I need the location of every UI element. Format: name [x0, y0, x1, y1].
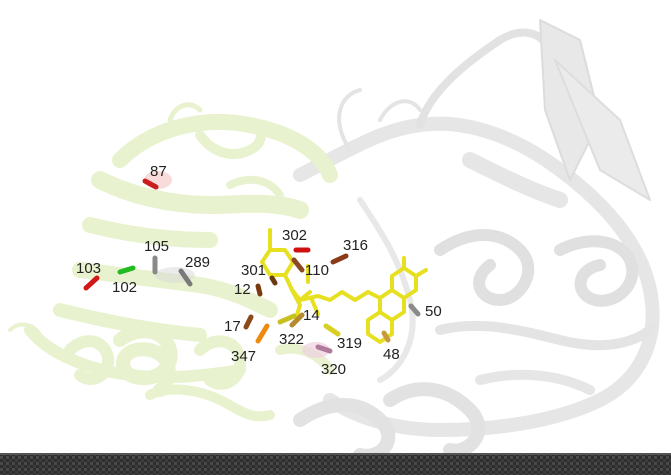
residue-stick-110 [291, 257, 305, 273]
residue-stick-319 [323, 323, 341, 337]
residue-label-12: 12 [234, 281, 251, 298]
residue-label-105: 105 [144, 238, 169, 255]
residue-stick-14 [289, 312, 305, 328]
residue-stick-50 [408, 303, 421, 317]
ligand-molecule [260, 228, 428, 344]
residue-label-17: 17 [224, 318, 241, 335]
residue-label-301: 301 [241, 262, 266, 279]
residue-label-322: 322 [279, 331, 304, 348]
residue-stick-102 [117, 265, 136, 275]
residue-stick-301 [269, 275, 278, 286]
residue-label-320: 320 [321, 361, 346, 378]
residue-label-87: 87 [150, 163, 167, 180]
floor-plane [0, 453, 671, 475]
residue-label-50: 50 [425, 303, 442, 320]
residue-stick-347 [255, 323, 270, 344]
residue-stick-103 [83, 275, 100, 291]
residue-stick-17 [243, 314, 254, 330]
residue-stick-289 [178, 268, 193, 287]
residue-label-319: 319 [337, 335, 362, 352]
residue-stick-87 [142, 178, 159, 190]
residue-label-48: 48 [383, 346, 400, 363]
residue-label-289: 289 [185, 254, 210, 271]
residue-stick-320 [315, 344, 333, 354]
residue-label-110: 110 [305, 262, 329, 279]
residue-labels: 87 105 103 102 289 302 316 301 110 12 17… [76, 163, 442, 378]
residue-label-14: 14 [303, 307, 320, 324]
residue-label-302: 302 [282, 227, 307, 244]
residue-stick-48 [381, 330, 391, 343]
residue-stick-322 [277, 313, 297, 325]
protein-domain-grey [293, 19, 660, 463]
residue-stick-12 [255, 283, 263, 297]
residue-label-347: 347 [231, 348, 256, 365]
residue-sticks [83, 178, 421, 354]
residue-label-316: 316 [343, 237, 368, 254]
protein-domain-green [8, 102, 338, 422]
residue-label-102: 102 [112, 279, 137, 296]
residue-stick-316 [330, 253, 349, 265]
residue-label-103: 103 [76, 260, 101, 277]
